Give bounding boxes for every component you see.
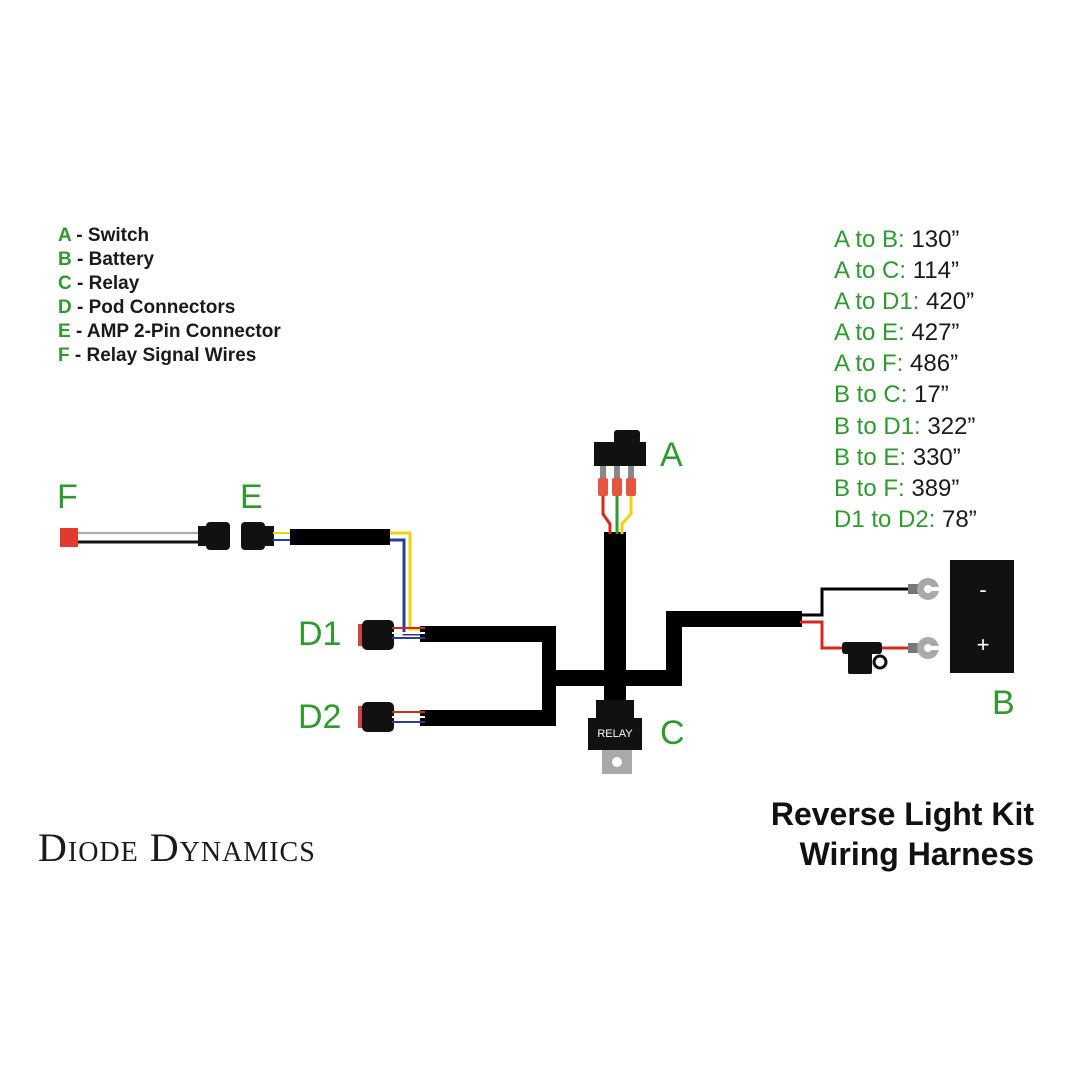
wire-lengths-list: A to B: 130”A to C: 114”A to D1: 420”A t… (834, 224, 977, 535)
brand-logo: Diode Dynamics (38, 825, 316, 870)
legend-text: - Switch (71, 225, 150, 246)
length-pair: B to F: (834, 474, 905, 502)
length-pair: A to B: (834, 226, 905, 253)
legend-key: E (58, 321, 71, 342)
battery-icon: - + (950, 560, 1014, 673)
length-value: 427” (904, 319, 960, 347)
length-pair: A to C: (834, 257, 907, 285)
label-d1: D1 (298, 615, 342, 653)
length-item: B to D1: 322” (834, 411, 977, 442)
length-value: 78” (935, 505, 977, 533)
legend-item: E - AMP 2-Pin Connector (58, 320, 281, 344)
length-item: B to E: 330” (834, 442, 977, 473)
length-value: 420” (919, 288, 975, 316)
harness-trunk (420, 532, 802, 726)
label-e: E (240, 478, 263, 516)
length-value: 389” (904, 474, 960, 502)
switch-icon (594, 430, 646, 534)
length-pair: D1 to D2: (834, 505, 936, 533)
length-pair: B to C: (834, 381, 908, 409)
length-value: 114” (906, 257, 959, 285)
length-pair: A to D1: (834, 288, 920, 316)
label-f: F (57, 478, 78, 516)
length-item: B to C: 17” (834, 379, 977, 410)
battery-minus: - (979, 577, 986, 602)
legend-item: B - Battery (58, 248, 281, 272)
legend-item: C - Relay (58, 272, 281, 296)
amp-connector-icon (198, 522, 274, 550)
legend-text: - Relay (71, 273, 140, 294)
length-pair: A to E: (834, 319, 905, 347)
legend-text: - AMP 2-Pin Connector (70, 321, 281, 342)
legend-text: - Pod Connectors (71, 297, 236, 318)
length-item: A to E: 427” (834, 317, 977, 348)
legend-item: F - Relay Signal Wires (58, 344, 281, 368)
relay-icon: RELAY (588, 700, 642, 774)
length-value: 17” (907, 381, 949, 409)
legend-text: - Relay Signal Wires (69, 345, 257, 366)
length-item: B to F: 389” (834, 473, 977, 504)
length-value: 486” (903, 350, 959, 378)
length-item: D1 to D2: 78” (834, 504, 977, 535)
legend-key: B (58, 249, 72, 270)
length-value: 130” (904, 226, 960, 253)
relay-label: RELAY (597, 728, 633, 740)
ring-terminal-icon (908, 578, 942, 600)
label-d2: D2 (298, 698, 342, 736)
legend-key: F (58, 345, 70, 366)
length-value: 322” (920, 412, 976, 440)
legend-item: D - Pod Connectors (58, 296, 281, 320)
battery-plus: + (977, 632, 990, 657)
length-pair: A to F: (834, 350, 904, 378)
length-item: A to C: 114” (834, 255, 977, 286)
legend-key: C (58, 273, 72, 294)
length-value: 330” (906, 443, 961, 471)
fuse-holder-icon (842, 642, 888, 674)
legend-key: A (58, 225, 72, 246)
title-line-1: Reverse Light Kit (770, 796, 1034, 832)
length-pair: B to E: (834, 443, 907, 471)
ring-terminal-icon (908, 637, 942, 659)
length-item: A to D1: 420” (834, 286, 977, 317)
title-line-2: Wiring Harness (799, 836, 1034, 872)
label-c: C (660, 714, 685, 752)
label-b: B (992, 684, 1015, 722)
relay-signal-wires (60, 528, 200, 547)
pod-connector-icon (358, 702, 425, 732)
length-item: A to F: 486” (834, 348, 977, 379)
spade-terminal-icon (60, 528, 78, 547)
legend-text: - Battery (71, 249, 155, 270)
label-a: A (660, 436, 683, 474)
legend-key: D (58, 297, 72, 318)
length-item: A to B: 130” (834, 224, 977, 255)
legend-item: A - Switch (58, 224, 281, 248)
length-pair: B to D1: (834, 412, 921, 440)
diagram-title: Reverse Light Kit Wiring Harness (771, 794, 1034, 874)
pod-connector-icon (358, 620, 425, 650)
